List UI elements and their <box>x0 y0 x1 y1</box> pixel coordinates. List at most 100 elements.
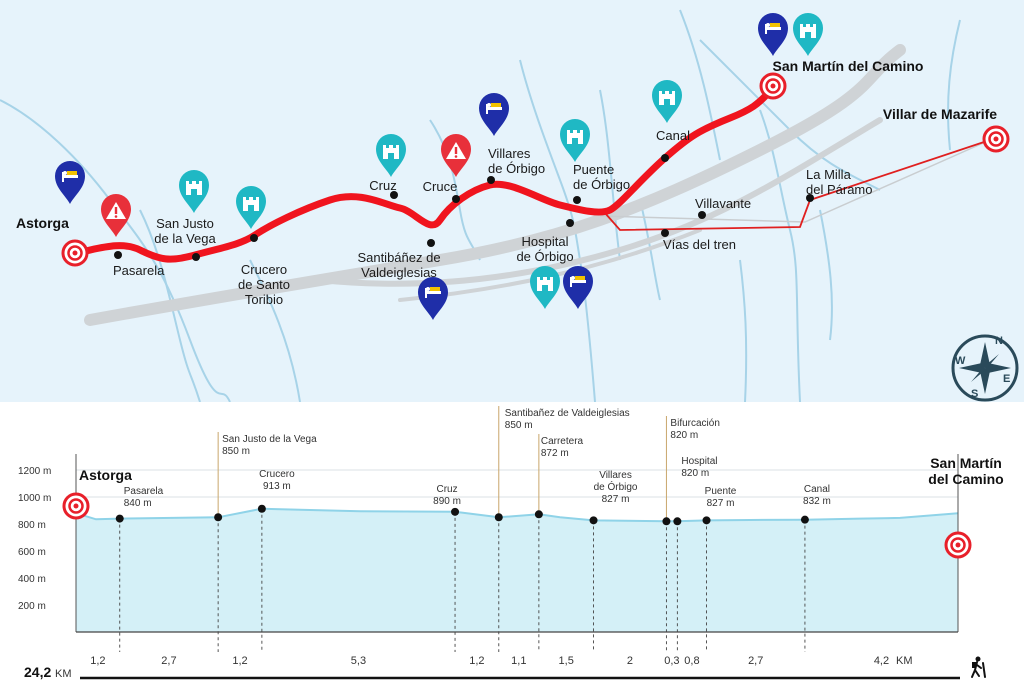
monument-pin-icon <box>376 134 406 177</box>
label-puente: de Órbigo <box>573 177 630 192</box>
marker-san-martin <box>759 72 787 100</box>
waypoint-dot <box>257 504 266 513</box>
waypoint-alt: 832 m <box>803 496 831 507</box>
marker-cruz <box>390 191 398 199</box>
compass-w: W <box>955 355 966 367</box>
hostel-pin-icon <box>479 93 509 136</box>
start-label: Astorga <box>79 467 132 483</box>
waypoint-dot <box>800 515 809 524</box>
label-hospital: de Órbigo <box>516 249 573 264</box>
railway <box>599 139 991 223</box>
profile-layer: 1200 m 1000 m 800 m 600 m 400 m 200 m Astorga S… <box>18 406 1004 680</box>
waypoint-dot <box>534 510 543 519</box>
segment-distance: 2,7 <box>161 655 176 667</box>
segment-distance: 1,1 <box>511 655 526 667</box>
marker-san-justo <box>192 253 200 261</box>
y-tick-label: 1200 m <box>18 466 51 477</box>
marker-santibanez <box>427 239 435 247</box>
label-la-milla: La Milla <box>806 167 852 182</box>
marker-villar <box>982 125 1010 153</box>
waypoint-name: de Órbigo <box>594 480 638 493</box>
profile-area <box>76 508 958 632</box>
label-villares: Villares <box>488 146 531 161</box>
y-tick-label: 600 m <box>18 547 46 558</box>
label-crucero: de Santo <box>238 277 290 292</box>
total-distance: 24,2 <box>24 664 51 680</box>
waypoint-alt: 872 m <box>541 448 569 459</box>
waypoint-alt: 850 m <box>222 446 250 457</box>
label-villar: Villar de Mazarife <box>883 106 997 122</box>
compass-n: N <box>995 335 1003 347</box>
marker-crucero <box>250 234 258 242</box>
marker-cruce <box>452 195 460 203</box>
marker-villares <box>487 176 495 184</box>
label-santibanez: Valdeiglesias <box>361 265 437 280</box>
end-label: San Martín <box>930 455 1002 471</box>
waypoint-name: Crucero <box>259 469 295 480</box>
segment-unit: KM <box>896 655 913 667</box>
profile-canvas: 1200 m 1000 m 800 m 600 m 400 m 200 m Astorga S… <box>18 406 1004 680</box>
hiker-icon <box>971 656 986 678</box>
segment-distance: 2,7 <box>748 655 763 667</box>
label-santibanez: Santibáñez de <box>357 250 440 265</box>
marker-la-milla <box>806 194 814 202</box>
waypoint-alt: 820 m <box>670 430 698 441</box>
marker-hospital <box>566 219 574 227</box>
waypoint-name: Santibañez de Valdeiglesias <box>505 408 630 419</box>
waypoint-dot <box>702 516 711 525</box>
monument-pin-icon <box>652 80 682 123</box>
marker-puente <box>573 196 581 204</box>
marker-villavante <box>698 211 706 219</box>
waypoint-dot <box>451 507 460 516</box>
label-hospital: Hospital <box>522 234 569 249</box>
segment-distance: 1,5 <box>559 655 574 667</box>
monument-pin-icon <box>179 170 209 213</box>
marker-start <box>62 492 90 520</box>
label-puente: Puente <box>573 162 614 177</box>
waypoint-dot <box>494 513 503 522</box>
label-cruz: Cruz <box>369 178 396 193</box>
waypoint-alt: 840 m <box>124 498 152 509</box>
waypoint-dot <box>589 516 598 525</box>
waypoint-name: Puente <box>705 486 737 497</box>
segment-distance: 2 <box>627 655 633 667</box>
waypoint-name: San Justo de la Vega <box>222 434 317 445</box>
hostel-pin-icon <box>563 266 593 309</box>
marker-pasarela <box>114 251 122 259</box>
warning-pin-icon <box>441 134 471 177</box>
monument-pin-icon <box>560 119 590 162</box>
waypoint-name: Bifurcación <box>670 418 719 429</box>
y-tick-label: 1000 m <box>18 493 51 504</box>
label-crucero: Toribio <box>245 292 283 307</box>
y-tick-label: 400 m <box>18 574 46 585</box>
waypoint-alt: 850 m <box>505 420 533 431</box>
label-san-justo: San Justo <box>156 216 214 231</box>
label-canal: Canal <box>656 128 690 143</box>
y-tick-label: 200 m <box>18 601 46 612</box>
alt-route-line <box>604 139 991 231</box>
hostel-pin-icon <box>758 13 788 56</box>
label-san-justo: de la Vega <box>154 231 216 246</box>
hostel-pin-icon <box>418 277 448 320</box>
waypoint-name: Pasarela <box>124 486 164 497</box>
y-tick-label: 800 m <box>18 520 46 531</box>
waypoint-dot <box>662 517 671 526</box>
label-san-martin: San Martín del Camino <box>773 58 924 74</box>
warning-pin-icon <box>101 194 131 237</box>
compass-rose: N E S W <box>951 334 1019 402</box>
segment-distance: 4,2 <box>874 655 889 667</box>
label-crucero: Crucero <box>241 262 287 277</box>
waypoint-dot <box>673 517 682 526</box>
segment-distance: 1,2 <box>90 655 105 667</box>
segment-distance: 0,3 <box>664 655 679 667</box>
segment-distance: 1,2 <box>232 655 247 667</box>
hostel-pin-icon <box>55 161 85 204</box>
monument-pin-icon <box>236 186 266 229</box>
label-villavante: Villavante <box>695 196 751 211</box>
waypoint-dot <box>214 513 223 522</box>
compass-e: E <box>1003 373 1010 385</box>
waypoint-dot <box>115 514 124 523</box>
